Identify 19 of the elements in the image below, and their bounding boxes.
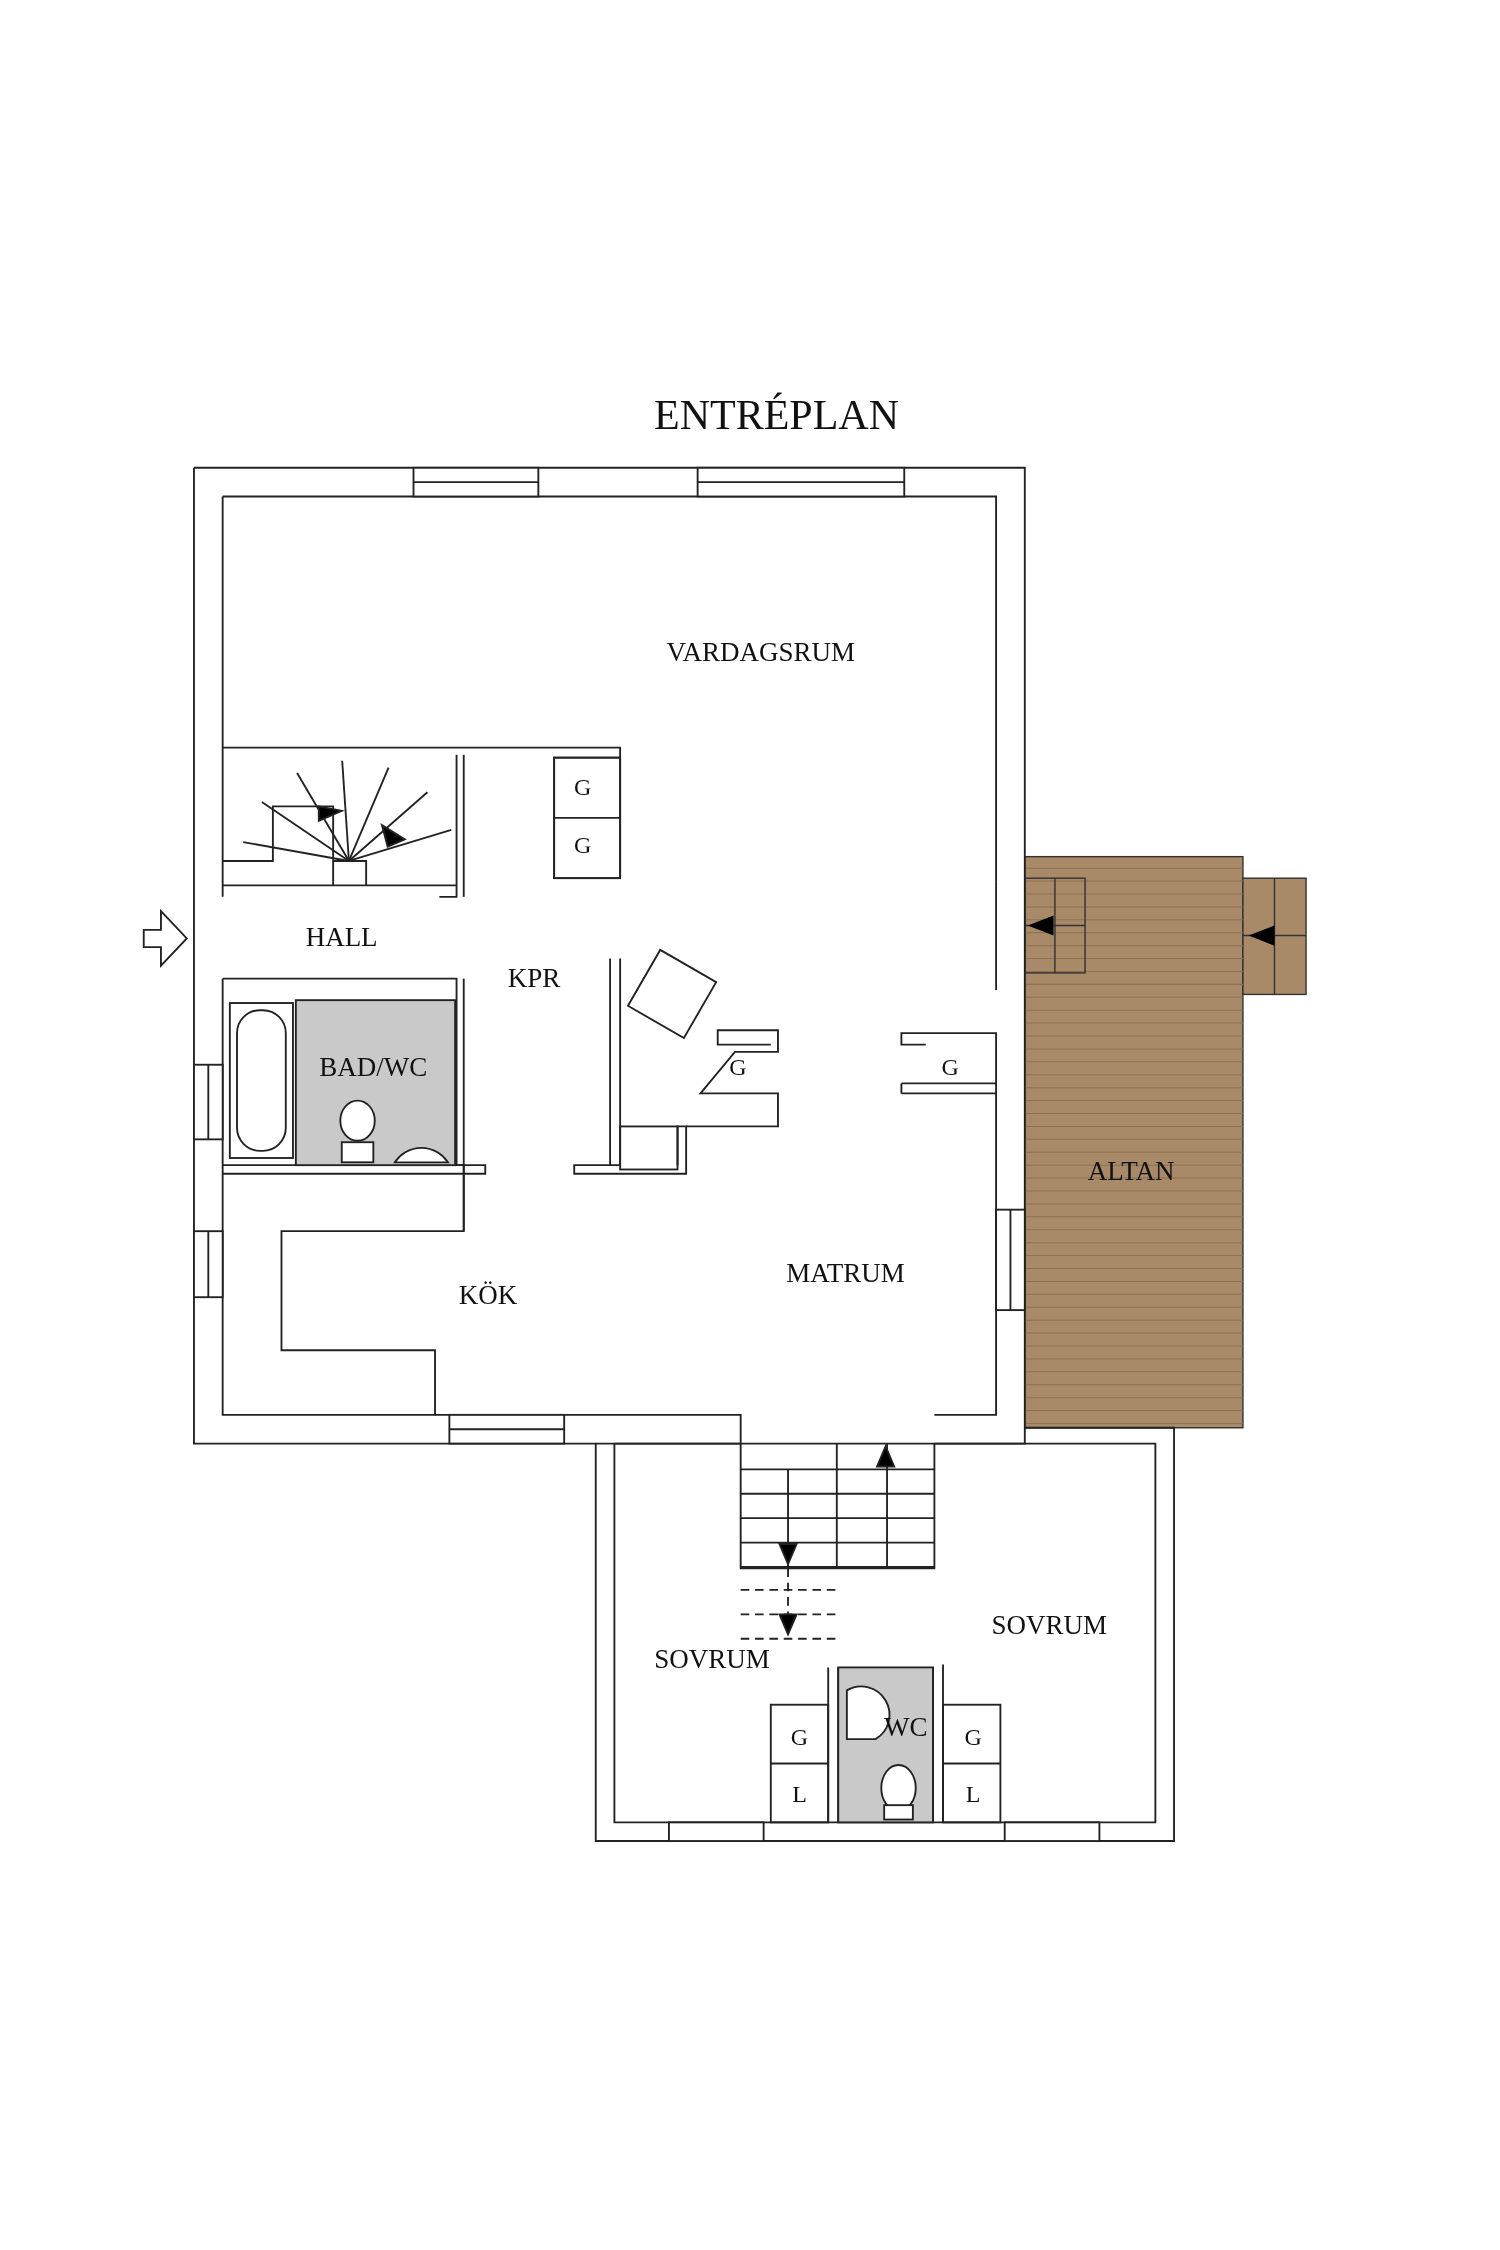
plan-title: ENTRÉPLAN — [654, 390, 900, 439]
room-label: SOVRUM — [654, 1643, 770, 1675]
closet-label: G — [729, 1053, 747, 1080]
closet-label: L — [792, 1780, 807, 1808]
room-label: KÖK — [458, 1279, 518, 1311]
closet-label: G — [941, 1053, 959, 1080]
closet-label: L — [965, 1780, 981, 1808]
room-label: SOVRUM — [991, 1609, 1108, 1641]
room-label: ALTAN — [1087, 1155, 1175, 1187]
room-label: VARDAGSRUM — [666, 636, 856, 668]
room-label: MATRUM — [786, 1257, 905, 1289]
closet-label: G — [574, 773, 592, 801]
room-label: HALL — [305, 921, 378, 953]
closet-label: G — [574, 831, 592, 859]
room-label: WC — [884, 1711, 928, 1743]
closet-label: G — [964, 1723, 982, 1751]
room-label: BAD/WC — [319, 1051, 428, 1082]
room-label: KPR — [507, 962, 561, 993]
closet-label: G — [790, 1723, 809, 1751]
